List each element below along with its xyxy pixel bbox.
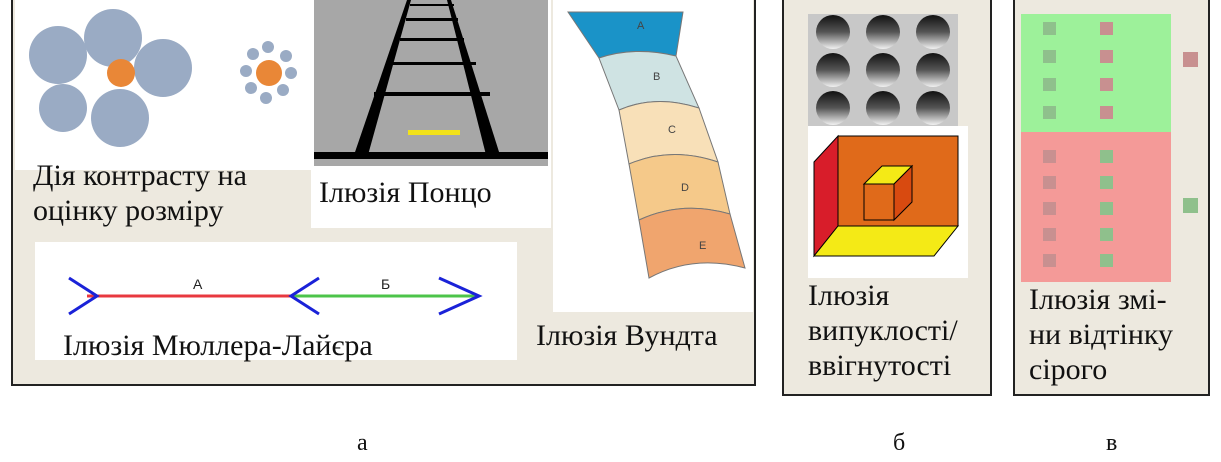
convex-concave-circles bbox=[808, 14, 958, 126]
wundt-segment-e: E bbox=[699, 240, 707, 252]
muller-label-b: Б bbox=[381, 276, 391, 292]
wundt-segment-b: B bbox=[653, 71, 661, 83]
contrast-illusion-tile: Дія контрасту на оцінку розміру bbox=[15, 0, 315, 227]
muller-lyer-figure bbox=[68, 276, 483, 316]
wundt-caption: Ілюзія Вундта bbox=[536, 319, 718, 352]
wundt-illusion-tile: A B C D E bbox=[553, 0, 753, 312]
muller-label-a: А bbox=[193, 276, 203, 292]
convex-concave-caption: Ілюзія випуклості/ ввігнутості bbox=[808, 279, 958, 382]
gray-squares bbox=[1043, 22, 1198, 267]
wundt-segment-d: D bbox=[681, 182, 689, 194]
muller-lyer-tile: А Б Ілюзія Мюллера-Лайєра bbox=[35, 242, 517, 362]
subfigure-letter-a: а bbox=[357, 430, 368, 456]
ponzo-illusion-tile: Ілюзія Понцо bbox=[311, 0, 551, 228]
panel-a: Дія контрасту на оцінку розміру Ілюзія П… bbox=[11, 0, 756, 386]
ponzo-caption: Ілюзія Понцо bbox=[319, 176, 492, 209]
ponzo-figure bbox=[314, 0, 548, 166]
subfigure-letter-c: в bbox=[1106, 430, 1118, 456]
panel-b: Ілюзія випуклості/ ввігнутості bbox=[782, 0, 992, 396]
cube-figure bbox=[812, 134, 960, 258]
contrast-caption: Дія контрасту на оцінку розміру bbox=[33, 159, 247, 227]
panel-c: Ілюзія змі- ни відтінку сірого bbox=[1013, 0, 1210, 396]
wundt-segment-c: C bbox=[668, 124, 676, 136]
ebbinghaus-figure bbox=[29, 9, 297, 147]
subfigure-letter-b: б bbox=[893, 430, 906, 456]
muller-caption: Ілюзія Мюллера-Лайєра bbox=[63, 329, 373, 362]
gray-shade-caption: Ілюзія змі- ни відтінку сірого bbox=[1029, 283, 1174, 386]
wundt-figure bbox=[567, 11, 746, 279]
cube-illusion-tile bbox=[808, 126, 968, 278]
wundt-segment-a: A bbox=[637, 20, 645, 32]
